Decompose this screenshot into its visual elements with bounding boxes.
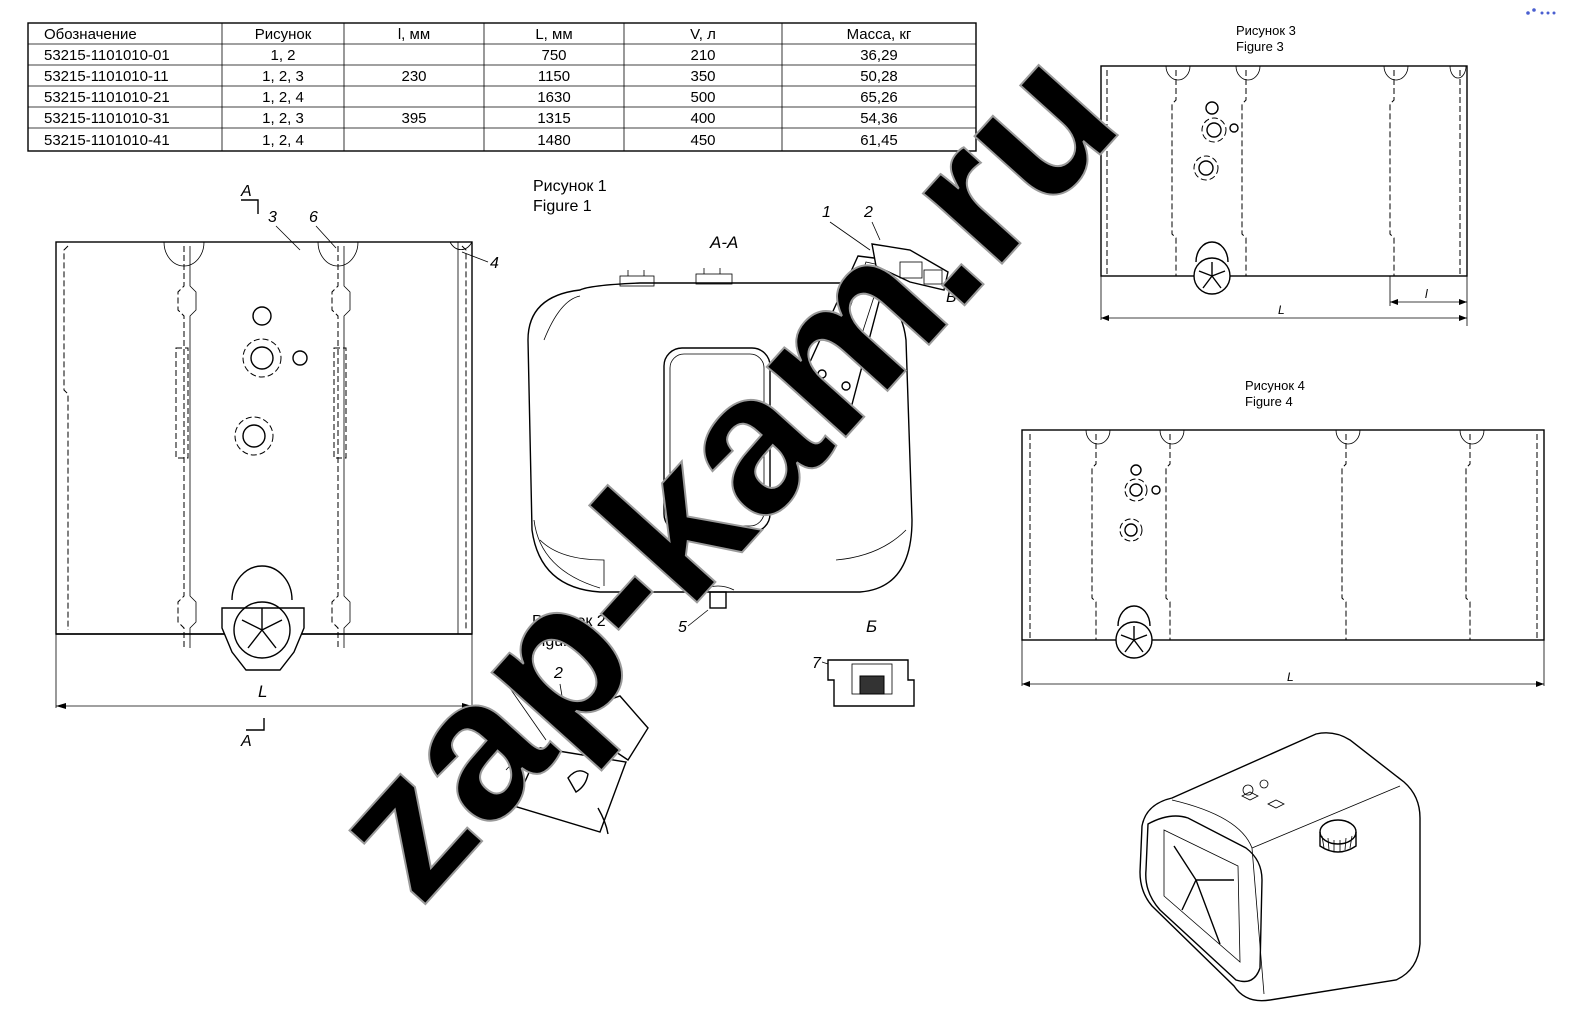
table-row: 53215-1101010-31 1, 2, 3 395 1315 400 54… xyxy=(44,110,898,127)
table-cell: 36,29 xyxy=(860,47,898,64)
table-cell: 50,28 xyxy=(860,68,898,85)
table-cell: 61,45 xyxy=(860,132,898,149)
table-cell: 210 xyxy=(690,47,715,64)
figure-4-tank-view: L xyxy=(1021,429,1545,687)
callout-6: 6 xyxy=(309,209,318,226)
table-cell: 53215-1101010-21 xyxy=(44,89,170,106)
watermark-text: zap-kam.ru xyxy=(286,5,1158,939)
isometric-tank-view xyxy=(1139,732,1421,1002)
section-mark-top: А xyxy=(240,183,252,200)
table-header-designation: Обозначение xyxy=(44,26,137,43)
table-row: 53215-1101010-11 1, 2, 3 230 1150 350 50… xyxy=(44,68,898,85)
table-header-figure: Рисунок xyxy=(255,26,312,43)
figure-2-title-en: Figure 2 xyxy=(532,633,591,650)
table-cell: 1150 xyxy=(538,68,570,85)
callout-2: 2 xyxy=(863,204,873,221)
table-cell: 400 xyxy=(690,110,715,127)
table-cell: 53215-1101010-11 xyxy=(44,68,169,85)
table-header-L: L, мм xyxy=(535,26,572,43)
figure-4-title-ru: Рисунок 4 xyxy=(1245,378,1305,393)
callout-4: 4 xyxy=(490,255,499,272)
table-cell: 1, 2, 3 xyxy=(262,68,304,85)
table-cell: 500 xyxy=(690,89,715,106)
section-view-title: А-А xyxy=(709,233,738,252)
figure-2-title-ru: Рисунок 2 xyxy=(532,613,606,630)
table-cell: 1, 2, 4 xyxy=(262,132,304,149)
figure-1-title-en: Figure 1 xyxy=(533,198,592,215)
dim-L-fig3: L xyxy=(1278,303,1285,317)
section-mark-bottom: А xyxy=(240,733,252,750)
figure-2-detail: 1 2 xyxy=(500,665,649,835)
corner-mark xyxy=(1526,8,1556,15)
table-cell: 65,26 xyxy=(860,89,898,106)
table-row: 53215-1101010-01 1, 2 750 210 36,29 xyxy=(44,47,898,64)
table-cell: 53215-1101010-41 xyxy=(44,132,170,149)
table-cell: 450 xyxy=(690,132,715,149)
table-cell: 1630 xyxy=(537,89,570,106)
table-cell: 1, 2, 4 xyxy=(262,89,304,106)
table-cell: 350 xyxy=(690,68,715,85)
table-header-volume: V, л xyxy=(690,26,716,43)
table-row: 53215-1101010-21 1, 2, 4 1630 500 65,26 xyxy=(44,89,898,106)
view-b-title: Б xyxy=(866,617,877,636)
table-header-mass: Масса, кг xyxy=(847,26,912,43)
table-cell: 1, 2 xyxy=(270,47,295,64)
view-b-mark: Б xyxy=(946,289,956,306)
section-a-a-view: А-А 5 1 2 Б xyxy=(527,204,956,636)
figure-1-title-ru: Рисунок 1 xyxy=(533,178,607,195)
figure-4-title-en: Figure 4 xyxy=(1245,394,1293,409)
table-cell: 750 xyxy=(541,47,566,64)
callout-1-fig2: 1 xyxy=(500,665,509,682)
table-cell: 1480 xyxy=(537,132,570,149)
dim-L-fig1: L xyxy=(258,682,267,701)
callout-5: 5 xyxy=(678,619,687,636)
table-cell: 1, 2, 3 xyxy=(262,110,304,127)
table-cell: 53215-1101010-01 xyxy=(44,47,170,64)
callout-7: 7 xyxy=(812,655,822,672)
figure-3-title-ru: Рисунок 3 xyxy=(1236,23,1296,38)
table-cell: 395 xyxy=(401,110,426,127)
table-cell: 54,36 xyxy=(860,110,898,127)
callout-1: 1 xyxy=(822,204,831,221)
table-row: 53215-1101010-41 1, 2, 4 1480 450 61,45 xyxy=(44,132,898,149)
table-cell: 230 xyxy=(401,68,426,85)
view-b-detail: Б 7 xyxy=(812,617,915,707)
mounting-bracket xyxy=(799,243,949,414)
figure-3-title-en: Figure 3 xyxy=(1236,39,1284,54)
spec-table: Обозначение Рисунок l, мм L, мм V, л Мас… xyxy=(27,22,977,152)
table-header-l: l, мм xyxy=(398,26,430,43)
figure-3-tank-view: L l xyxy=(1100,65,1468,326)
callout-3: 3 xyxy=(268,209,277,226)
table-cell: 53215-1101010-31 xyxy=(44,110,170,127)
dim-L-fig4: L xyxy=(1287,670,1294,684)
table-cell: 1315 xyxy=(537,110,570,127)
tank-front-view: А 3 6 4 xyxy=(55,183,499,750)
callout-2-fig2: 2 xyxy=(553,665,563,682)
dim-l-fig3: l xyxy=(1425,287,1428,301)
